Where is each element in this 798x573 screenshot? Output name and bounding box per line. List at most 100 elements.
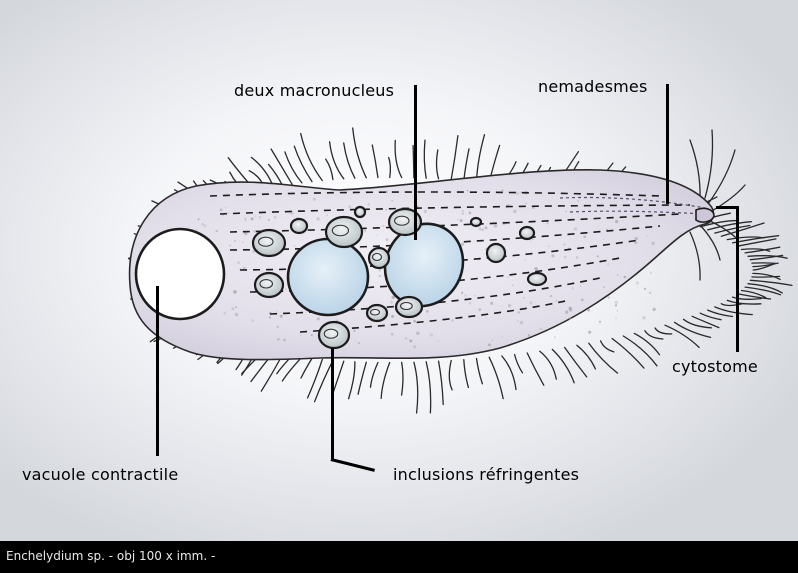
speckle xyxy=(413,319,416,323)
speckle xyxy=(501,189,504,192)
anterior-cilium xyxy=(707,149,736,205)
speckle xyxy=(466,189,469,192)
cilium xyxy=(281,356,303,382)
macronucleus-left xyxy=(286,237,370,317)
ciliary-row xyxy=(209,191,661,197)
speckle xyxy=(357,342,360,345)
refractile-inclusion xyxy=(387,207,423,237)
cilium xyxy=(664,324,700,349)
speckle xyxy=(234,312,239,317)
cilium xyxy=(371,144,379,179)
speckle xyxy=(652,307,656,312)
cilium xyxy=(673,321,712,339)
anterior-cilium xyxy=(709,184,746,213)
anterior-cilium xyxy=(707,219,739,241)
cilium xyxy=(475,357,484,385)
speckle xyxy=(555,300,558,302)
speckle xyxy=(583,235,587,239)
speckle xyxy=(276,325,279,329)
speckle xyxy=(523,297,525,299)
cilium xyxy=(352,127,367,179)
speckle xyxy=(299,334,302,336)
cilium xyxy=(293,145,313,183)
inclusion-detail xyxy=(323,328,339,339)
cilium xyxy=(343,142,356,179)
refractile-inclusion xyxy=(394,295,424,319)
speckle xyxy=(634,236,638,241)
speckle xyxy=(512,284,514,286)
speckle xyxy=(237,261,240,265)
speckle xyxy=(310,334,313,337)
speckle xyxy=(575,256,579,259)
cell-illustration xyxy=(127,127,793,414)
speckle xyxy=(634,241,638,245)
speckle xyxy=(385,190,389,194)
speckle xyxy=(378,275,381,278)
speckle xyxy=(242,241,244,244)
speckle xyxy=(563,243,566,246)
speckle xyxy=(478,227,482,231)
speckle xyxy=(460,242,465,246)
speckle xyxy=(646,235,648,237)
cilium xyxy=(369,361,379,388)
speckle xyxy=(461,209,464,213)
speckle xyxy=(227,212,230,214)
speckle xyxy=(229,244,231,247)
cilium xyxy=(622,335,658,367)
speckle xyxy=(233,290,237,294)
cilium xyxy=(425,361,432,414)
speckle xyxy=(261,271,263,273)
speckle xyxy=(468,302,472,305)
speckle xyxy=(598,320,602,323)
cilium xyxy=(736,238,777,247)
speckle xyxy=(283,338,286,342)
speckle xyxy=(614,304,618,307)
speckle xyxy=(423,209,427,214)
speckle xyxy=(490,301,494,305)
ciliary-row xyxy=(269,277,601,315)
cilium xyxy=(488,356,504,400)
speckle xyxy=(367,203,370,206)
speckle xyxy=(484,226,488,230)
speckle xyxy=(530,240,532,242)
cilium xyxy=(736,293,772,300)
speckle xyxy=(251,319,255,323)
speckle xyxy=(565,210,567,213)
cilium xyxy=(749,279,793,287)
refractile-inclusion xyxy=(353,205,367,219)
speckle xyxy=(235,306,238,308)
speckle xyxy=(614,300,618,304)
label-nemadesmes: nemadesmes xyxy=(538,77,648,96)
cilium xyxy=(726,299,762,305)
speckle xyxy=(326,214,329,216)
cilium xyxy=(714,306,753,316)
cilium xyxy=(563,346,588,378)
cilium xyxy=(611,337,645,369)
speckle xyxy=(437,340,439,342)
cilium xyxy=(744,286,782,296)
speckle xyxy=(250,217,254,221)
cilium xyxy=(347,361,356,400)
speckle xyxy=(316,317,320,321)
speckle xyxy=(564,255,567,259)
refractile-inclusion xyxy=(469,216,483,228)
speckle xyxy=(623,275,627,279)
cilium xyxy=(300,357,313,379)
cilium xyxy=(513,353,524,374)
caption-bar: Enchelydium sp. - obj 100 x imm. - xyxy=(0,541,798,573)
contractile-vacuole xyxy=(134,227,226,321)
speckle xyxy=(603,286,605,289)
cilium xyxy=(463,358,470,389)
speckle xyxy=(565,310,569,314)
speckle xyxy=(225,206,227,209)
refractile-inclusion xyxy=(367,246,391,270)
speckle xyxy=(616,274,619,276)
ciliary-row xyxy=(219,204,691,215)
speckle xyxy=(203,224,207,228)
speckle xyxy=(391,200,393,202)
nemadesmes-leader xyxy=(666,84,669,204)
speckle xyxy=(391,314,395,318)
inclusion-detail xyxy=(259,279,274,289)
refractile-inclusion xyxy=(251,228,287,258)
speckle xyxy=(267,218,270,221)
